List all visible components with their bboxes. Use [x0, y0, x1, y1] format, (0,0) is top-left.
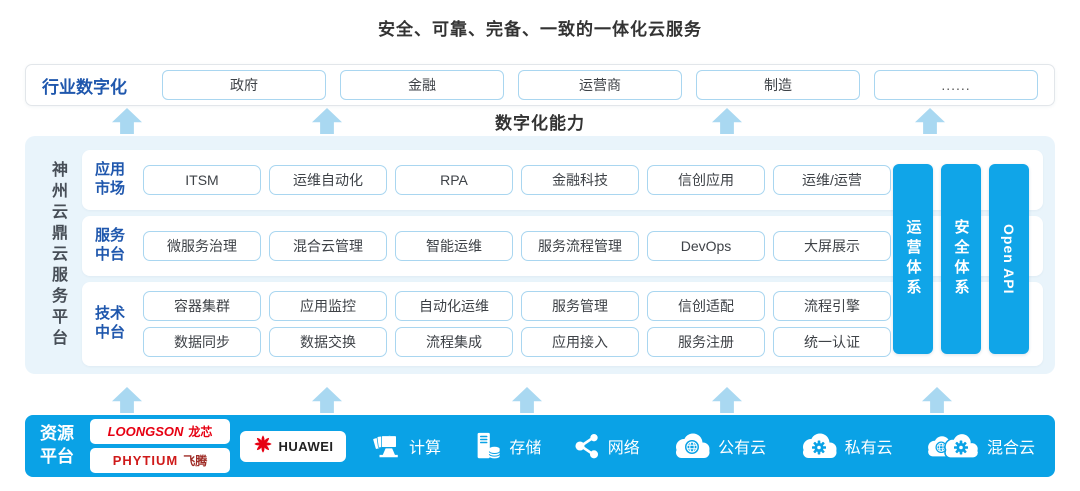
service-box: 运维自动化: [269, 165, 387, 195]
service-box: 流程引擎: [773, 291, 891, 321]
up-arrow-icon: [922, 387, 952, 413]
up-arrow-icon: [112, 387, 142, 413]
phytium-chip: PHYTIUM 飞腾: [90, 448, 230, 473]
service-box: 数据交换: [269, 327, 387, 357]
service-box: 混合云管理: [269, 231, 387, 261]
service-box: 运维/运营: [773, 165, 891, 195]
service-box: 金融科技: [521, 165, 639, 195]
public-cloud-icon: [671, 432, 711, 460]
industry-chip-government: 政府: [162, 70, 326, 100]
industry-band-label: 行业数字化: [42, 77, 127, 97]
service-box: 信创适配: [647, 291, 765, 321]
up-arrow-icon: [512, 387, 542, 413]
service-box: ITSM: [143, 165, 261, 195]
resource-item-label: 计算: [409, 440, 442, 457]
row-label-tech-mid: 技术中台: [95, 305, 126, 341]
service-box: 大屏展示: [773, 231, 891, 261]
vendor-chips: LOONGSON 龙芯 PHYTIUM 飞腾: [90, 419, 230, 473]
service-box: 微服务治理: [143, 231, 261, 261]
resource-item-label: 存储: [509, 440, 542, 457]
industry-chip-operator: 运营商: [518, 70, 682, 100]
service-box: 容器集群: [143, 291, 261, 321]
phytium-logo-text: PHYTIUM: [112, 453, 179, 468]
service-box: 服务注册: [647, 327, 765, 357]
hybrid-cloud-icon: [924, 431, 980, 461]
resource-items: 计算: [346, 431, 1035, 461]
resource-item-label: 混合云: [986, 440, 1035, 457]
service-mid-row: 服务中台 微服务治理 混合云管理 智能运维 服务流程管理 DevOps 大屏展示: [82, 216, 1043, 276]
service-box: RPA: [395, 165, 513, 195]
service-box: 智能运维: [395, 231, 513, 261]
resource-item-private-cloud: 私有云: [798, 432, 893, 460]
row-label-app-market: 应用市场: [95, 161, 126, 197]
industry-band: 行业数字化 政府 金融 运营商 制造 ......: [25, 64, 1055, 106]
up-arrow-icon: [712, 387, 742, 413]
platform-side-label: 神州云鼎云服务平台: [49, 160, 66, 350]
pillar-security: 安全体系: [941, 164, 981, 354]
huawei-chip: HUAWEI: [240, 430, 346, 462]
service-box: 信创应用: [647, 165, 765, 195]
private-cloud-icon: [798, 432, 838, 460]
resource-item-label: 私有云: [844, 440, 893, 457]
resource-bar: 资源平台 LOONGSON 龙芯 PHYTIUM 飞腾: [25, 415, 1055, 477]
network-icon: [573, 432, 601, 460]
industry-chip-more: ......: [874, 70, 1038, 100]
platform-panel: 神州云鼎云服务平台 应用市场 ITSM 运维自动化 RPA 金融科技 信创应用 …: [25, 136, 1055, 374]
capability-label: 数字化能力: [495, 114, 585, 133]
service-box: 数据同步: [143, 327, 261, 357]
service-box: 自动化运维: [395, 291, 513, 321]
service-box: 应用监控: [269, 291, 387, 321]
huawei-logo-text: HUAWEI: [278, 438, 334, 454]
tech-mid-boxes: 容器集群 应用监控 自动化运维 服务管理 信创适配 流程引擎 数据同步 数据交换…: [143, 291, 899, 357]
storage-icon: [472, 431, 502, 461]
resource-item-public-cloud: 公有云: [671, 432, 766, 460]
resource-item-storage: 存储: [472, 431, 541, 461]
service-box: 流程集成: [395, 327, 513, 357]
service-box: 应用接入: [521, 327, 639, 357]
resource-item-label: 公有云: [718, 440, 767, 457]
pillar-operations: 运营体系: [893, 164, 933, 354]
service-box: 统一认证: [773, 327, 891, 357]
row-label-service-mid: 服务中台: [95, 227, 126, 263]
loongson-logo-text: LOONGSON: [107, 424, 184, 439]
pillar-open-api: Open API: [989, 164, 1029, 354]
industry-chip-manufacturing: 制造: [696, 70, 860, 100]
resource-bar-label: 资源平台: [40, 424, 74, 466]
up-arrow-icon: [312, 387, 342, 413]
service-box: 服务管理: [521, 291, 639, 321]
page-title: 安全、可靠、完备、一致的一体化云服务: [378, 20, 702, 39]
industry-items: 政府 金融 运营商 制造 ......: [162, 70, 1040, 100]
platform-side-label-wrap: 神州云鼎云服务平台: [45, 136, 69, 374]
resource-item-compute: 计算: [372, 431, 441, 461]
tech-mid-row: 技术中台 容器集群 应用监控 自动化运维 服务管理 信创适配 流程引擎 数据同步…: [82, 282, 1043, 366]
resource-item-hybrid-cloud: 混合云: [924, 431, 1035, 461]
service-box: DevOps: [647, 231, 765, 261]
service-box: 服务流程管理: [521, 231, 639, 261]
app-market-row: 应用市场 ITSM 运维自动化 RPA 金融科技 信创应用 运维/运营: [82, 150, 1043, 210]
industry-chip-finance: 金融: [340, 70, 504, 100]
compute-icon: [372, 431, 402, 461]
huawei-flower-icon: [253, 434, 273, 459]
loongson-chip: LOONGSON 龙芯: [90, 419, 230, 444]
resource-item-network: 网络: [573, 432, 640, 460]
resource-item-label: 网络: [607, 440, 640, 457]
